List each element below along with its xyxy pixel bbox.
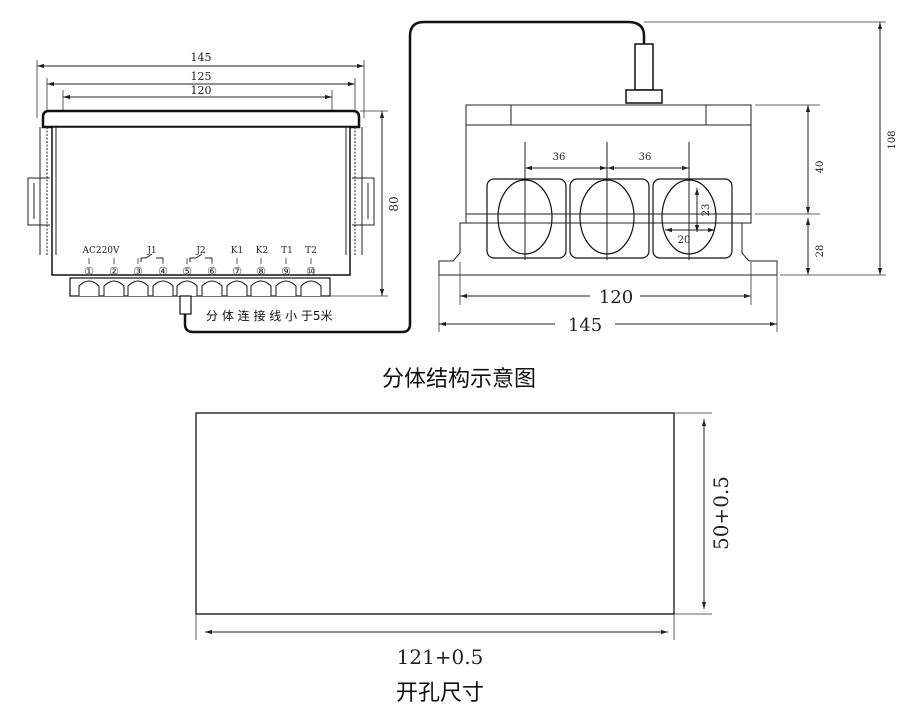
dim-80-label: 80 <box>387 196 401 211</box>
sensor-connector-nut <box>625 89 663 104</box>
terminal-screw <box>176 280 198 296</box>
sensor-view: 36 36 23 20 40 28 108 120 145 <box>438 21 898 336</box>
dim-sensor-120-label: 120 <box>599 287 633 308</box>
front-view: 145 125 120 AC220V J1 J2 K1 <box>27 51 401 323</box>
dim-145-label: 145 <box>191 51 212 64</box>
dim-36-right-label: 36 <box>639 152 652 163</box>
terminal-number: ⑦ <box>232 265 242 278</box>
terminal-number: ⑨ <box>281 265 291 278</box>
cable-note: 分 体 连 接 线 小 于5米 <box>206 308 333 323</box>
cutout-caption: 开孔尺寸 <box>396 681 484 706</box>
terminal-group-k1: K1 <box>231 246 243 256</box>
terminal-screw <box>250 280 272 296</box>
dim-40-label: 40 <box>815 161 826 174</box>
terminal-screw <box>103 280 125 296</box>
terminal-screw <box>300 280 322 296</box>
dim-23-label: 23 <box>701 204 712 217</box>
front-bezel <box>41 109 361 129</box>
dim-36-left-label: 36 <box>553 152 566 163</box>
terminal-screw <box>201 280 223 296</box>
terminal-number: ⑩ <box>306 265 316 278</box>
terminal-number: ③ <box>133 265 143 278</box>
terminal-group-ac220v: AC220V <box>81 246 120 256</box>
terminal-number: ⑤ <box>182 265 192 278</box>
terminal-screw <box>78 280 100 296</box>
terminal-number: ④ <box>158 265 168 278</box>
cutout-height-label: 50+0.5 <box>709 476 733 550</box>
terminal-screw <box>152 280 174 296</box>
terminal-numbers: ① ② ③ ④ ⑤ ⑥ ⑦ ⑧ ⑨ ⑩ <box>84 258 316 278</box>
terminal-number: ⑧ <box>256 265 266 278</box>
panel-cutout-view: 50+0.5 121+0.5 开孔尺寸 <box>195 412 733 706</box>
terminal-number: ⑥ <box>207 265 217 278</box>
meter-body <box>51 126 351 276</box>
terminal-group-k2: K2 <box>256 246 268 256</box>
terminal-group-t2: T2 <box>305 246 317 256</box>
terminal-screws <box>78 280 322 296</box>
terminal-number: ② <box>109 265 119 278</box>
dim-sensor-145-label: 145 <box>568 315 602 336</box>
sensor-connector <box>634 43 654 91</box>
dim-28-label: 28 <box>815 245 826 258</box>
diagram-caption: 分体结构示意图 <box>382 367 536 392</box>
sensor-window-3 <box>652 142 733 260</box>
terminal-screw <box>275 280 297 296</box>
sensor-window-1 <box>486 142 567 260</box>
terminal-screw <box>226 280 248 296</box>
terminal-number: ① <box>84 265 94 278</box>
cable-plug <box>179 295 192 315</box>
connecting-cable <box>183 20 646 334</box>
sensor-window-2 <box>569 142 650 260</box>
cutout-width-label: 121+0.5 <box>397 645 484 669</box>
terminal-group-t1: T1 <box>281 246 293 256</box>
dim-108-label: 108 <box>887 130 898 149</box>
terminal-group-j2: J2 <box>195 246 205 256</box>
terminal-screw <box>127 280 149 296</box>
dim-125-label: 125 <box>191 70 212 83</box>
dim-20-label: 20 <box>678 235 691 246</box>
dim-120-label: 120 <box>191 84 212 97</box>
terminal-group-j1: J1 <box>146 246 156 256</box>
cutout-outline <box>195 412 675 615</box>
